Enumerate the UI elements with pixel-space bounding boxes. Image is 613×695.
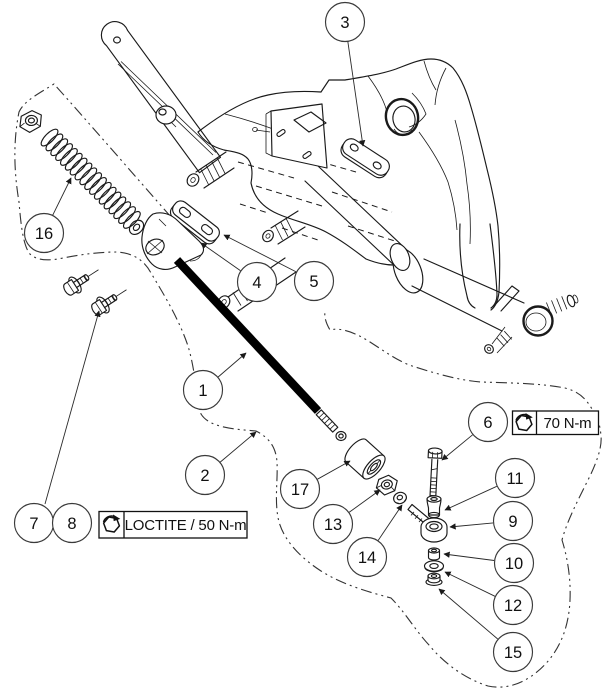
torque-value-70nm: 70 N-m xyxy=(544,415,592,432)
callout-4-number: 4 xyxy=(252,274,261,292)
callout-14-number: 14 xyxy=(358,549,376,567)
callout-8: 8 xyxy=(51,502,93,544)
leader-13 xyxy=(348,489,381,513)
callout-9: 9 xyxy=(492,500,534,542)
bolt-part-6 xyxy=(427,447,443,500)
leader-5 xyxy=(223,234,297,273)
leader-2 xyxy=(217,431,257,465)
callout-2: 2 xyxy=(184,454,226,496)
callout-5: 5 xyxy=(293,260,335,302)
torque-label-loctite: LOCTITE / 50 N-m xyxy=(98,510,248,539)
leader-11 xyxy=(444,485,497,511)
ball-joint-part-9 xyxy=(407,503,448,543)
torque-hex-bolt-icon xyxy=(102,514,121,533)
callout-14: 14 xyxy=(346,536,388,578)
callout-16-number: 16 xyxy=(35,225,53,243)
leader-6 xyxy=(441,434,473,461)
lever-arm-hole xyxy=(113,36,121,44)
callout-8-number: 8 xyxy=(67,515,76,533)
torque-value-loctite: LOCTITE / 50 N-m xyxy=(125,517,247,534)
callout-4: 4 xyxy=(236,261,278,303)
spring-part-16 xyxy=(40,128,145,235)
bracket-pin xyxy=(255,129,271,133)
leader-15 xyxy=(438,588,498,640)
leader-14 xyxy=(377,504,403,541)
leader-4 xyxy=(200,242,241,271)
callout-6-number: 6 xyxy=(483,414,492,432)
callout-15: 15 xyxy=(492,631,534,673)
flange-nut-part-15 xyxy=(425,572,443,586)
rod-part-1 xyxy=(173,257,347,442)
rod-clamp xyxy=(155,105,177,128)
frame-weldment xyxy=(186,58,579,354)
bushing-part-17 xyxy=(344,438,386,480)
callout-7: 7 xyxy=(13,502,55,544)
callout-11: 11 xyxy=(494,457,536,499)
callout-13-number: 13 xyxy=(324,516,342,534)
callout-10: 10 xyxy=(493,542,535,584)
callout-9-number: 9 xyxy=(508,513,517,531)
spring-hook xyxy=(128,219,145,235)
mount-plate-part-3 xyxy=(340,138,390,179)
callout-1-number: 1 xyxy=(198,382,207,400)
knurled-end-upper xyxy=(186,151,235,189)
callout-3: 3 xyxy=(324,1,366,43)
leader-lines xyxy=(44,41,498,640)
callout-2-number: 2 xyxy=(200,467,209,485)
leader-7-8 xyxy=(44,310,101,505)
leader-16 xyxy=(52,177,72,216)
callout-3-number: 3 xyxy=(340,14,349,32)
callout-5-number: 5 xyxy=(309,273,318,291)
washer-part-12 xyxy=(423,560,445,573)
callout-10-number: 10 xyxy=(505,555,523,573)
rod-end-ring xyxy=(335,430,347,442)
torque-hex-bolt-icon xyxy=(515,413,533,432)
callout-17: 17 xyxy=(279,468,321,510)
tube-end-ring xyxy=(522,305,554,337)
pivot-ring xyxy=(384,97,420,137)
lever-arm xyxy=(100,21,222,174)
knurled-end-mid xyxy=(262,210,306,245)
spacer-part-11 xyxy=(426,495,442,519)
flange-bolt-part-8 xyxy=(91,289,127,316)
callout-12-number: 12 xyxy=(504,597,522,615)
hex-nut-upper-left xyxy=(19,110,42,134)
torque-label-70nm: 70 N-m xyxy=(511,410,600,436)
callout-17-number: 17 xyxy=(291,481,309,499)
callout-16: 16 xyxy=(23,212,65,254)
callout-11-number: 11 xyxy=(506,470,523,488)
leader-17 xyxy=(317,460,351,480)
flange-bolt-part-7 xyxy=(63,269,99,296)
leader-10 xyxy=(443,551,495,561)
flange-nut-part-14 xyxy=(393,491,407,505)
hex-nut-part-13 xyxy=(375,474,398,496)
callout-6: 6 xyxy=(467,401,509,443)
leader-9 xyxy=(449,522,494,530)
callout-13: 13 xyxy=(312,503,354,545)
callout-1: 1 xyxy=(182,369,224,411)
callout-12: 12 xyxy=(492,584,534,626)
pivot-bracket-part-4 xyxy=(141,212,205,270)
leader-1 xyxy=(214,352,247,381)
callout-7-number: 7 xyxy=(29,515,38,533)
leader-3 xyxy=(347,41,366,147)
frame-bracket xyxy=(252,103,328,169)
knurled-end-small xyxy=(484,326,513,354)
spacer-part-10 xyxy=(427,547,441,561)
leader-12 xyxy=(444,571,496,597)
hidden-lines xyxy=(237,155,399,243)
knurled-end-right xyxy=(546,294,579,316)
slotted-plate-part-5 xyxy=(169,200,220,245)
callout-15-number: 15 xyxy=(504,644,522,662)
